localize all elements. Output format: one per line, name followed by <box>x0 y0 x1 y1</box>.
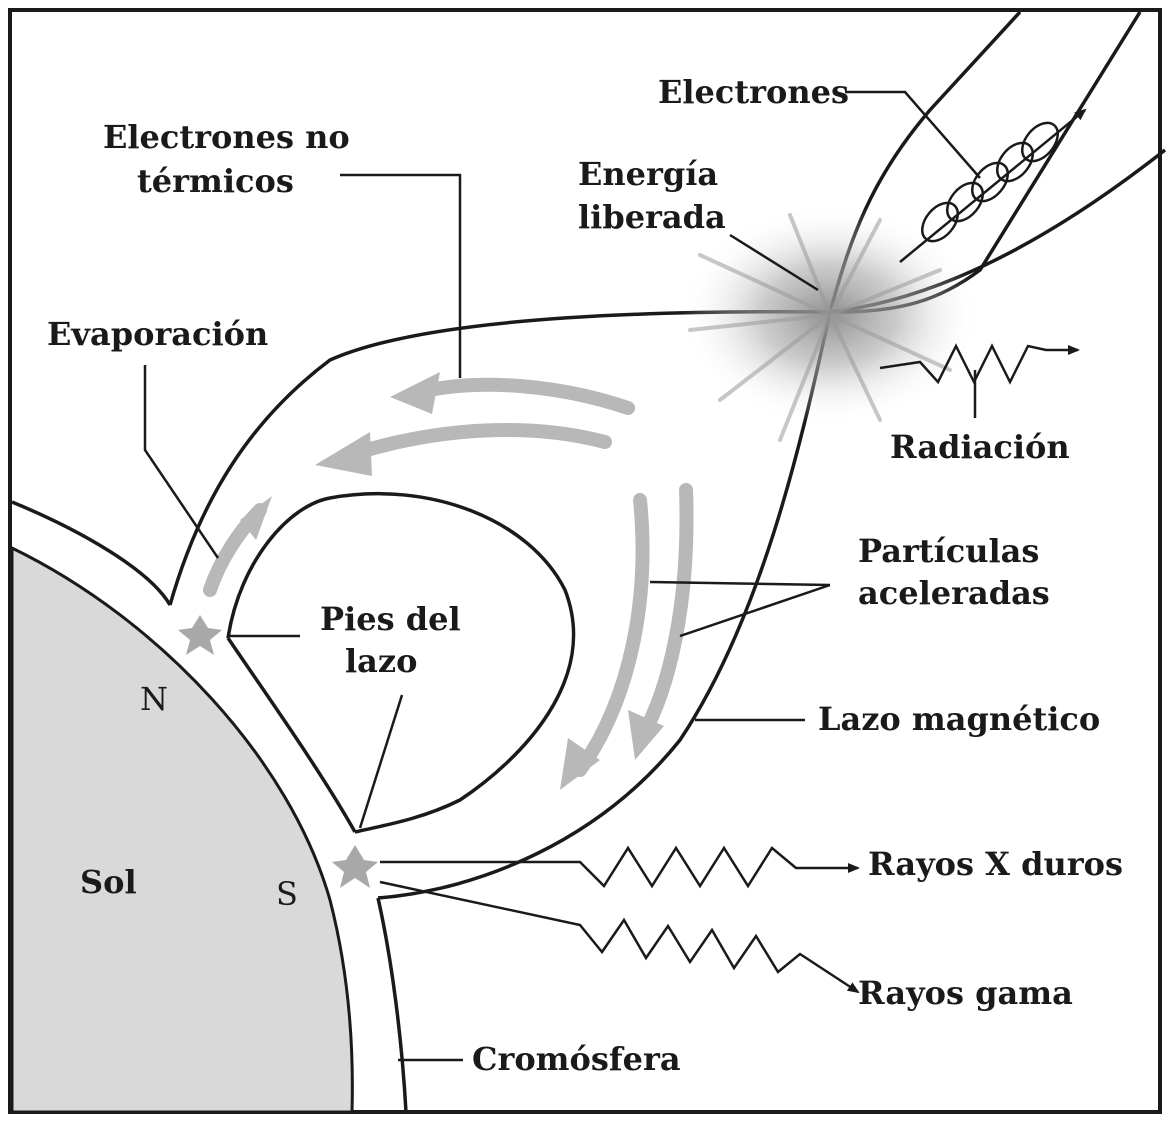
label-electrones: Electrones <box>658 73 849 111</box>
label-electrones-no-termicos-2: térmicos <box>137 162 294 200</box>
label-radiacion: Radiación <box>890 428 1070 466</box>
label-rayos-gama: Rayos gama <box>858 974 1073 1012</box>
label-rayos-x-duros: Rayos X duros <box>868 845 1123 883</box>
label-energia-liberada-2: liberada <box>578 198 726 236</box>
leader-pies-sur <box>360 695 402 828</box>
outer-loop-upper <box>170 12 1140 605</box>
label-sol: Sol <box>80 863 137 901</box>
gamma-ray-wave <box>380 882 858 992</box>
label-south-pole: S <box>276 875 298 913</box>
label-electrones-no-termicos-1: Electrones no <box>103 118 350 156</box>
chromosphere-line-lower <box>378 898 406 1112</box>
label-evaporacion: Evaporación <box>47 315 268 353</box>
label-pies-del-lazo-2: lazo <box>345 642 417 680</box>
north-footpoint-star <box>178 615 222 655</box>
label-particulas-aceleradas-1: Partículas <box>858 532 1039 570</box>
leader-electrones <box>845 92 980 178</box>
leader-particulas-2 <box>680 585 830 636</box>
label-lazo-magnetico: Lazo magnético <box>818 700 1100 738</box>
leader-electrones-no-termicos <box>340 175 460 378</box>
south-footpoint-star <box>332 845 378 888</box>
hard-xray-wave <box>380 848 858 886</box>
label-cromosfera: Cromósfera <box>472 1040 681 1078</box>
label-energia-liberada-1: Energía <box>578 155 718 193</box>
label-pies-del-lazo-1: Pies del <box>320 600 461 638</box>
label-particulas-aceleradas-2: aceleradas <box>858 574 1050 612</box>
leader-evaporacion <box>145 365 218 558</box>
label-north-pole: N <box>140 680 168 718</box>
particle-arrows <box>210 385 687 770</box>
electron-spiral <box>900 110 1085 262</box>
